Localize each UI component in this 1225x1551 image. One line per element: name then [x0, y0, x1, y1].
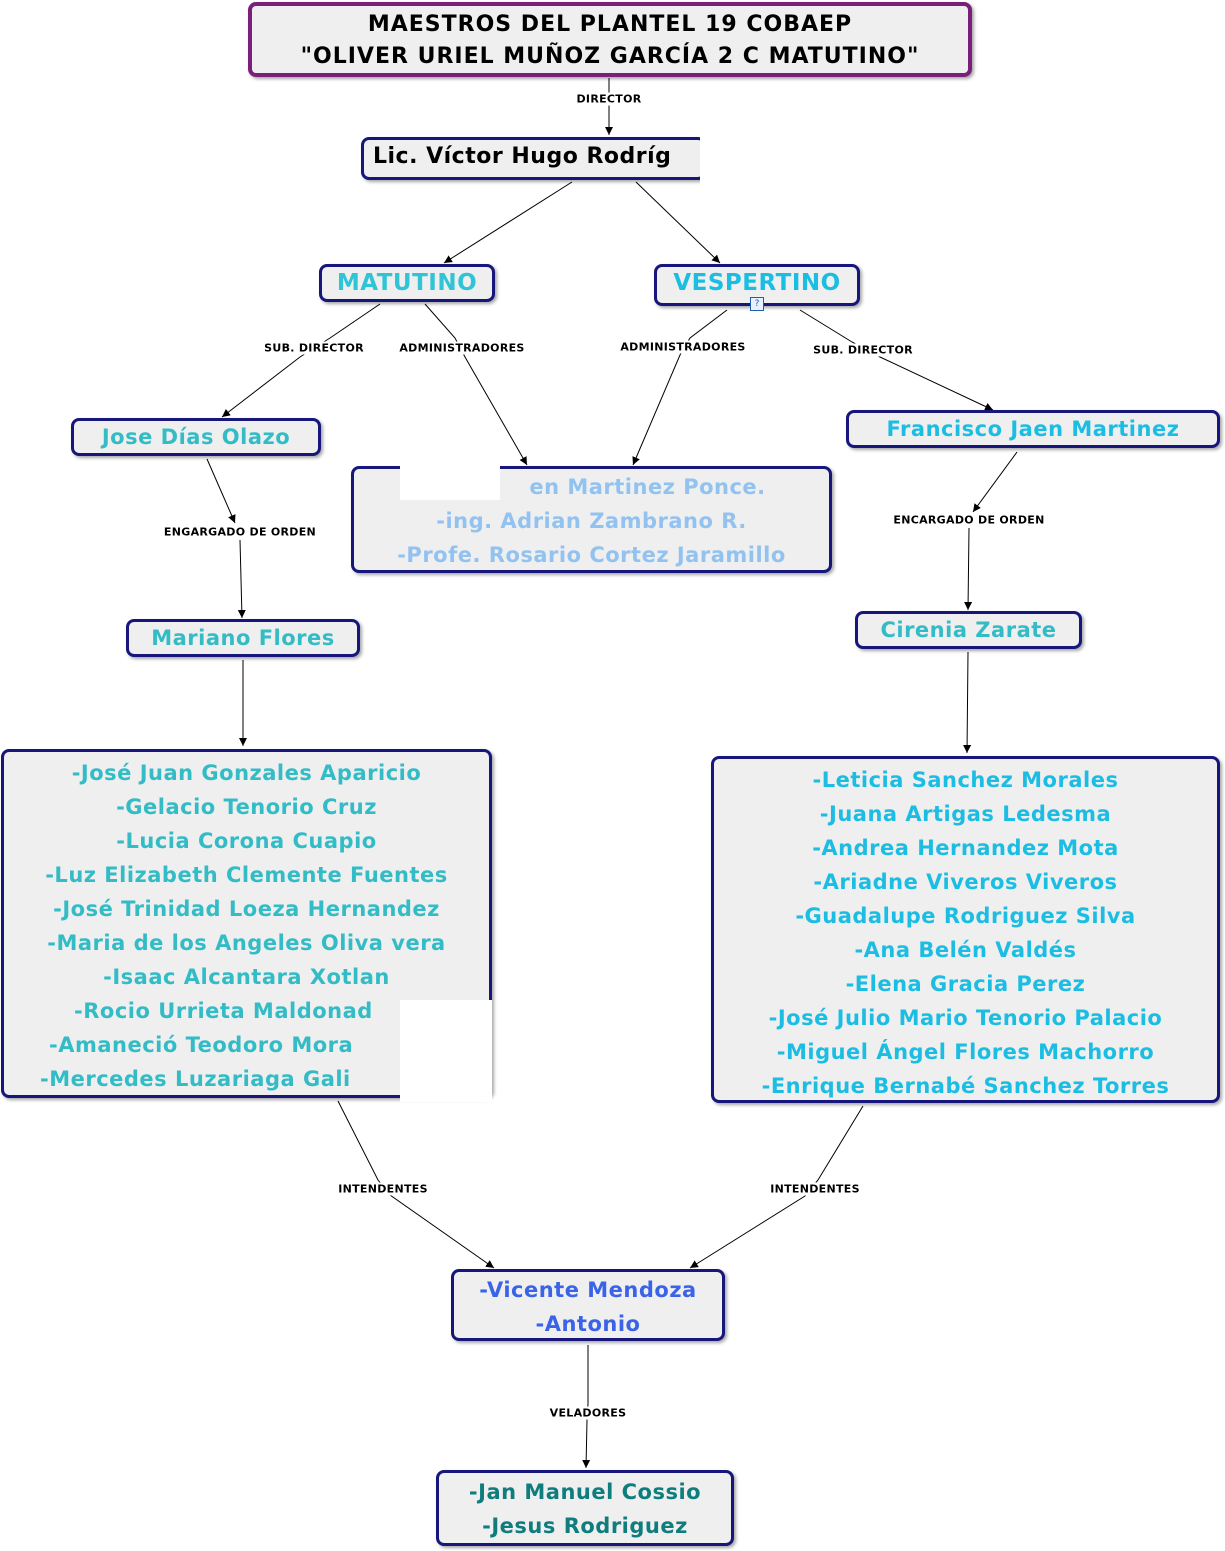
teacher-item: -Gelacio Tenorio Cruz — [116, 795, 377, 819]
intendant-item: -Vicente Mendoza — [479, 1278, 697, 1302]
teacher-item: -Amaneció Teodoro Mora — [49, 1033, 354, 1057]
night-guards-node[interactable]: -Jan Manuel Cossio -Jesus Rodriguez — [436, 1470, 734, 1546]
label-director: DIRECTOR — [574, 92, 644, 106]
teacher-item: -Leticia Sanchez Morales — [812, 768, 1119, 792]
shift-matutino-label: MATUTINO — [336, 270, 478, 296]
guard-item: -Jan Manuel Cossio — [468, 1480, 702, 1504]
note-icon[interactable]: ? — [750, 297, 764, 311]
admin-crop-mask — [400, 460, 500, 500]
label-sub-director-vespertino: SUB. DIRECTOR — [811, 343, 915, 357]
label-veladores: VELADORES — [547, 1406, 629, 1420]
teacher-item: -Ariadne Viveros Viveros — [813, 870, 1118, 894]
shift-vespertino-node[interactable]: VESPERTINO — [654, 264, 860, 306]
teacher-item: -José Juan Gonzales Aparicio — [71, 761, 422, 785]
subdirector-matutino-node[interactable]: Jose Días Olazo — [71, 418, 321, 456]
edge-matutino-subdirector — [221, 303, 381, 418]
teacher-item: -Rocio Urrieta Maldonad — [74, 999, 373, 1023]
edge-cirenia-teachers — [963, 651, 972, 754]
order-keeper-matutino-name: Mariano Flores — [151, 626, 335, 650]
teachers-crop-mask — [400, 1000, 492, 1102]
teacher-item: -Guadalupe Rodriguez Silva — [795, 904, 1136, 928]
director-name: Lic. Víctor Hugo Rodríg — [373, 144, 672, 169]
title-line-2: "OLIVER URIEL MUÑOZ GARCÍA 2 C MATUTINO" — [300, 44, 920, 69]
teacher-item: -Juana Artigas Ledesma — [819, 802, 1112, 826]
teacher-item: -Maria de los Angeles Oliva vera — [47, 931, 446, 955]
guard-item: -Jesus Rodriguez — [482, 1514, 688, 1538]
edge-vespertino-subdirector — [799, 309, 994, 411]
label-encargado-vespertino: ENCARGADO DE ORDEN — [891, 513, 1047, 527]
label-intendentes-matutino: INTENDENTES — [336, 1182, 430, 1196]
subdirector-vespertino-name: Francisco Jaen Martinez — [886, 417, 1180, 441]
teacher-item: -José Trinidad Loeza Hernandez — [53, 897, 440, 921]
director-node[interactable]: Lic. Víctor Hugo Rodríg — [361, 137, 706, 180]
teacher-item: -Elena Gracia Perez — [845, 972, 1086, 996]
director-crop-mask — [700, 130, 740, 186]
edge-director-vespertino — [635, 181, 721, 264]
order-keeper-vespertino-name: Cirenia Zarate — [880, 618, 1057, 642]
label-intendentes-vespertino: INTENDENTES — [768, 1182, 862, 1196]
title-line-1: MAESTROS DEL PLANTEL 19 COBAEP — [367, 12, 853, 37]
order-keeper-vespertino-node[interactable]: Cirenia Zarate — [855, 611, 1082, 649]
teachers-vespertino-node[interactable]: -Leticia Sanchez Morales -Juana Artigas … — [711, 756, 1220, 1103]
edge-vespertino-admins — [632, 309, 728, 466]
edge-director-matutino — [443, 181, 573, 264]
label-sub-director-matutino: SUB. DIRECTOR — [262, 341, 366, 355]
shift-vespertino-label: VESPERTINO — [673, 270, 841, 296]
admin-item: en Martinez Ponce. — [529, 475, 766, 499]
intendant-item: -Antonio — [535, 1312, 641, 1336]
shift-matutino-node[interactable]: MATUTINO — [319, 264, 495, 302]
teacher-item: -Luz Elizabeth Clemente Fuentes — [45, 863, 448, 887]
edge-subdirector-ordermat — [206, 458, 236, 524]
admin-item: -Profe. Rosario Cortez Jaramillo — [397, 543, 786, 567]
label-administradores-vespertino: ADMINISTRADORES — [618, 340, 748, 354]
edge-orderves-line — [964, 527, 973, 611]
teacher-item: -Miguel Ángel Flores Machorro — [776, 1040, 1155, 1064]
teacher-item: -Enrique Bernabé Sanchez Torres — [761, 1074, 1170, 1098]
subdirector-matutino-name: Jose Días Olazo — [101, 425, 291, 449]
label-encargado-matutino: ENGARGADO DE ORDEN — [161, 525, 319, 539]
teacher-item: -Lucia Corona Cuapio — [116, 829, 377, 853]
label-administradores-matutino: ADMINISTRADORES — [397, 341, 527, 355]
teacher-item: -Andrea Hernandez Mota — [812, 836, 1119, 860]
teacher-item: -Ana Belén Valdés — [854, 938, 1077, 962]
title-node[interactable]: MAESTROS DEL PLANTEL 19 COBAEP "OLIVER U… — [248, 2, 972, 77]
subdirector-vespertino-node[interactable]: Francisco Jaen Martinez — [846, 410, 1220, 448]
edge-ordermat-line — [237, 539, 246, 619]
teacher-item: -José Julio Mario Tenorio Palacio — [768, 1006, 1163, 1030]
intendants-node[interactable]: -Vicente Mendoza -Antonio — [451, 1269, 725, 1341]
order-keeper-matutino-node[interactable]: Mariano Flores — [126, 619, 360, 657]
teacher-item: -Mercedes Luzariaga Gali — [40, 1067, 351, 1091]
edge-matutino-admins — [424, 303, 528, 466]
admin-item: -ing. Adrian Zambrano R. — [436, 509, 747, 533]
teacher-item: -Isaac Alcantara Xotlan — [103, 965, 390, 989]
edge-subdirector-orderves — [972, 451, 1018, 513]
